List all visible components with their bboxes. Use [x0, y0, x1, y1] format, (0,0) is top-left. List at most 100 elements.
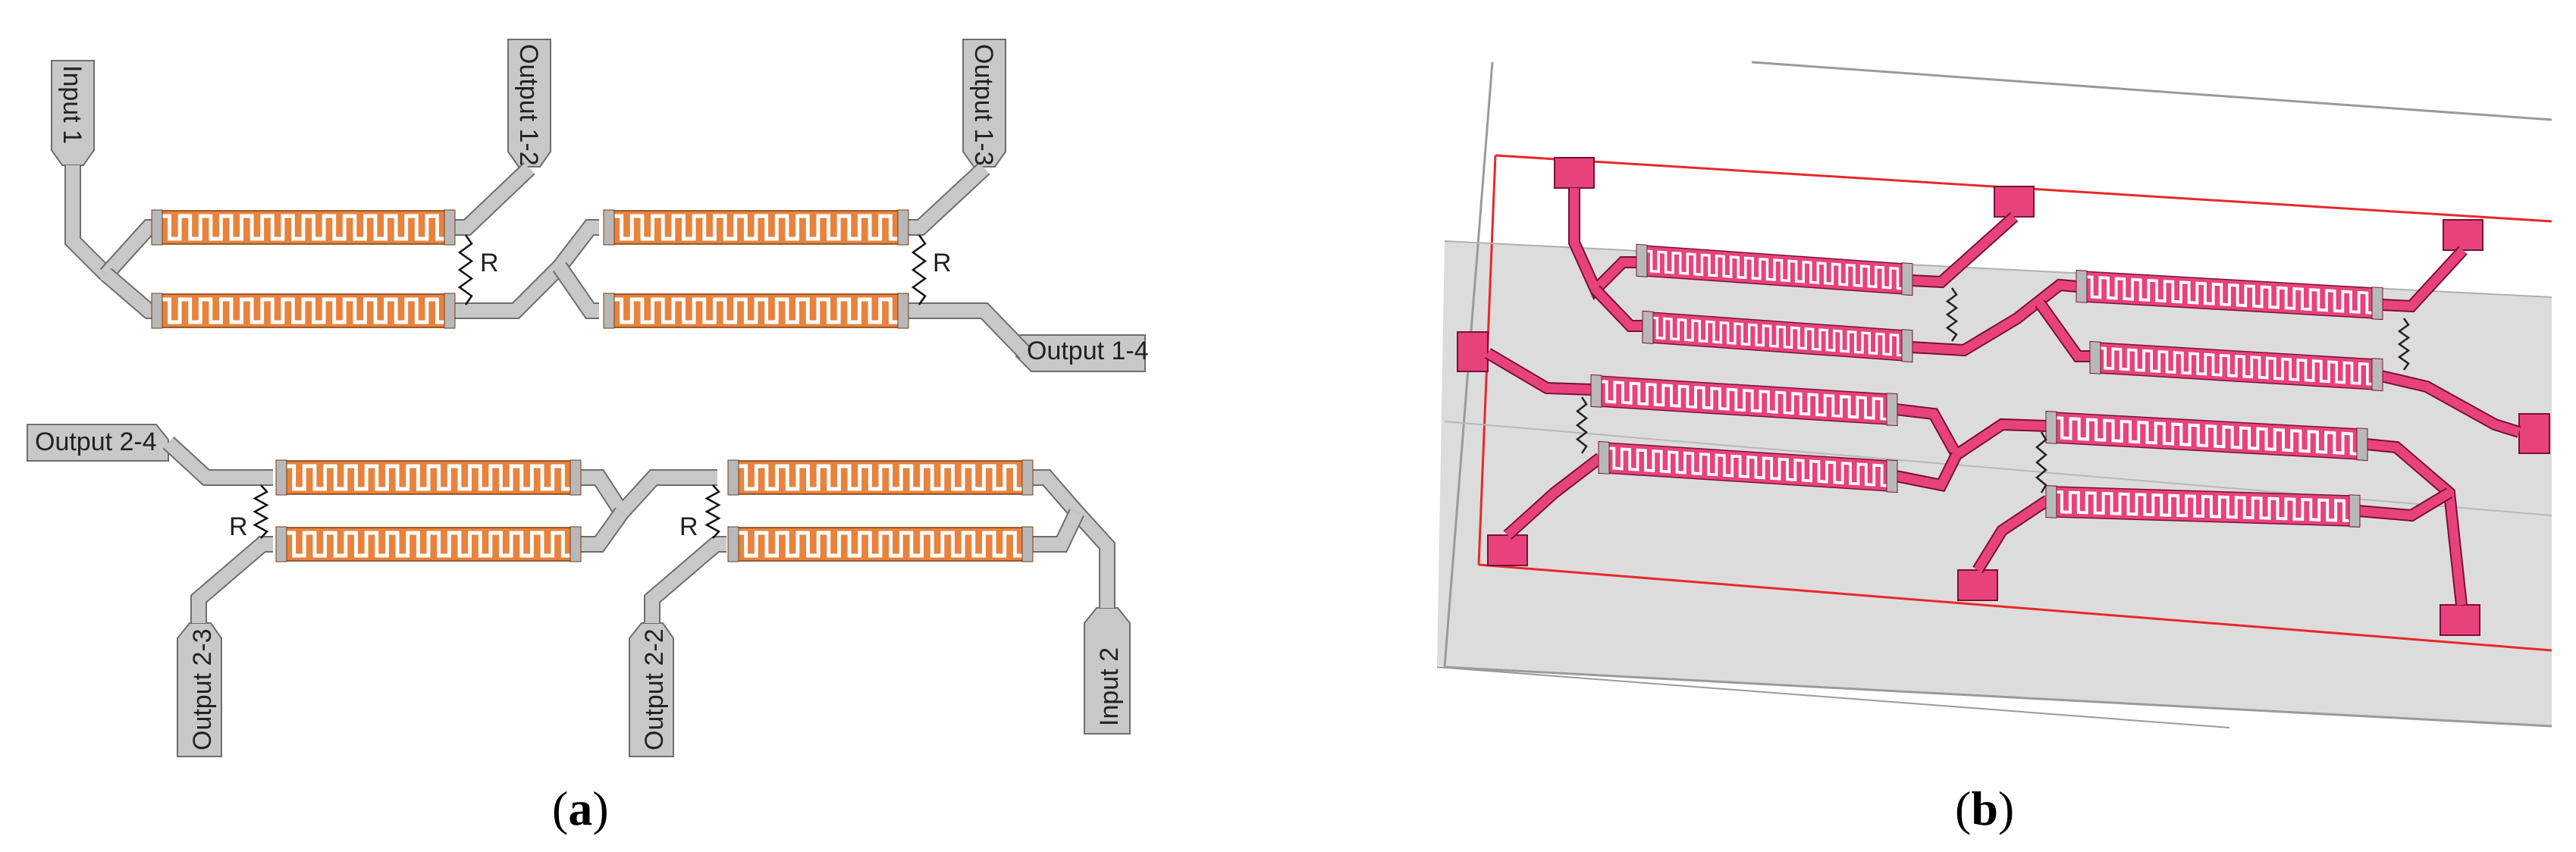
meander-b1-upper-end-right — [1901, 262, 1913, 296]
trace-input-1-feed — [66, 165, 111, 280]
meander-a2-upper-end-left — [603, 209, 615, 246]
meander-a4-upper-end-right — [1021, 459, 1034, 496]
b-trace-out14 — [2380, 371, 2521, 437]
caption-a-open: ( — [552, 782, 568, 835]
pad-output-1-3 — [962, 39, 1006, 168]
panel-a-meanders — [151, 209, 1034, 562]
box-edge-bottom-gray — [1444, 666, 2552, 728]
port-label-input-1: Input 1 — [58, 65, 86, 144]
substrate-mid-edge — [1444, 421, 2552, 516]
b-trace-out13 — [2380, 246, 2467, 312]
meander-a2-lower-slots — [609, 297, 903, 324]
meander-a4-lower-end-right — [1021, 526, 1034, 562]
panel-b-boundary-lines — [1436, 61, 2552, 728]
panel-b-meanders — [1590, 243, 2383, 528]
panel-b-traces — [1457, 157, 2550, 636]
meander-a1-upper-end-left — [151, 209, 163, 246]
meander-a3-lower-slots — [281, 531, 576, 558]
pad-b-2 — [1994, 186, 2035, 218]
b-trace-mid-top-lower — [2036, 300, 2093, 361]
b-trace-in1-lower — [1592, 286, 1646, 330]
b-trace-out23 — [1504, 454, 1603, 539]
meander-b1-lower-end-left — [1642, 310, 1654, 344]
pad-input-1 — [51, 60, 95, 166]
trace-output-2-3 — [192, 537, 273, 623]
meander-b3-upper-end-left — [1590, 374, 1602, 408]
b-trace-mid-bottom-lower — [1894, 453, 1961, 490]
b-trace-in2-upper — [2365, 440, 2466, 606]
meander-b3-lower-group — [1598, 440, 1898, 493]
panel-b-3d-view — [1436, 61, 2552, 728]
panel-b-resistors — [1575, 287, 2411, 493]
pad-output-2-2 — [629, 622, 674, 757]
meander-b3-lower-end-right — [1886, 459, 1898, 493]
meander-b1-lower-end-right — [1901, 329, 1913, 363]
meander-a2-upper-slots — [609, 214, 903, 241]
meander-a3-lower-end-left — [275, 526, 287, 562]
meander-b2-lower-slots — [2096, 346, 2377, 386]
meander-b4-upper-end-left — [2045, 410, 2057, 444]
meander-b2-lower-end-right — [2371, 358, 2383, 392]
resistor-label-1: R — [480, 249, 499, 277]
port-label-output-1-4: Output 1-4 — [1027, 337, 1149, 365]
meander-b1-upper-end-left — [1636, 243, 1648, 277]
pad-output-2-3 — [177, 622, 222, 757]
resistor-label-4: R — [679, 512, 698, 541]
caption-b-close: ) — [1998, 782, 2014, 835]
meander-a2-lower-end-left — [603, 293, 615, 329]
port-label-output-2-4: Output 2-4 — [35, 428, 157, 456]
meander-b3-upper-slots — [1597, 379, 1891, 421]
resistor-b1 — [1945, 287, 1959, 342]
panel-a-traces — [27, 39, 1146, 757]
meander-a3-upper-end-left — [275, 459, 287, 496]
meander-a4-lower-end-left — [727, 526, 739, 562]
resistor-b3 — [1575, 396, 1589, 454]
meander-a1-lower-slots — [157, 297, 450, 324]
port-label-input-2: Input 2 — [1095, 647, 1124, 726]
meander-a2-lower-end-right — [897, 293, 909, 329]
pad-input-2 — [1084, 607, 1131, 735]
resistor-b4 — [2035, 431, 2047, 493]
b-trace-mid-top — [1910, 280, 2079, 356]
meander-b4-upper-group — [2045, 410, 2368, 462]
pad-b-6 — [1487, 534, 1528, 566]
trace-to-output-1-2 — [449, 163, 535, 234]
caption-a-letter: a — [568, 782, 592, 835]
meander-b4-upper-slots — [2051, 415, 2362, 456]
meander-a1-upper-slots — [157, 214, 450, 241]
meander-a3-lower-end-right — [569, 526, 582, 562]
meander-b3-lower-slots — [1605, 446, 1891, 487]
boundary-red-bottom — [1478, 563, 2552, 652]
meander-a4-upper-end-left — [727, 459, 739, 496]
meander-a3-upper-slots — [281, 464, 576, 491]
resistor-a2 — [911, 234, 927, 305]
port-label-output-2-3: Output 2-3 — [188, 628, 217, 750]
meander-a2-upper-end-right — [897, 209, 909, 246]
pad-output-1-2 — [507, 39, 551, 168]
trace-input-2-lower — [1028, 509, 1084, 551]
meander-b2-upper-end-left — [2076, 269, 2088, 303]
port-label-output-1-3: Output 1-3 — [969, 44, 998, 166]
b-trace-in2-lower — [2358, 488, 2452, 521]
port-label-output-1-2: Output 1-2 — [514, 44, 543, 166]
meander-b1-lower-group — [1642, 310, 1913, 363]
meander-b3-lower-end-left — [1598, 440, 1610, 475]
meander-b1-upper-group — [1636, 243, 1913, 296]
meander-b2-upper-slots — [2082, 274, 2377, 315]
meander-a1-upper-end-right — [444, 209, 456, 246]
meander-b4-lower-end-right — [2349, 494, 2361, 528]
b-trace-out24 — [1485, 349, 1593, 394]
box-edge-bottom-front — [1436, 666, 2230, 728]
caption-b-letter: b — [1971, 782, 1998, 835]
trace-to-module-2-lower — [554, 262, 599, 318]
resistor-b2 — [2397, 318, 2411, 371]
meander-b3-upper-group — [1590, 374, 1898, 427]
panel-a-layout: Input 1 Output 1-2 Output 1-3 Output 1-4… — [27, 39, 1149, 757]
resistor-label-2: R — [933, 249, 952, 277]
substrate-plane — [1437, 241, 2552, 726]
meander-a3-upper-end-right — [569, 459, 582, 496]
b-trace-out12 — [1910, 213, 2018, 287]
meander-b4-lower-slots — [2052, 490, 2354, 523]
meander-a1-lower-end-right — [444, 293, 456, 329]
